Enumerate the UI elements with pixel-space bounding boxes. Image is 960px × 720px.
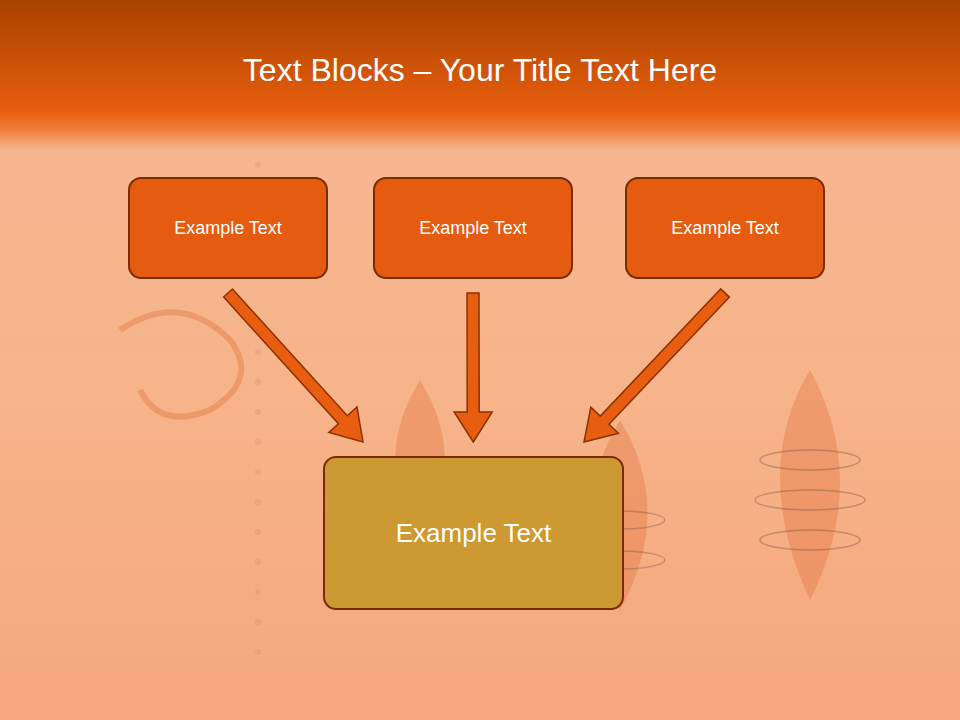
dot [255, 559, 261, 565]
wire-loop [755, 490, 865, 510]
dot [255, 499, 261, 505]
text-block: Example Text [128, 177, 328, 279]
result-box: Example Text [323, 456, 624, 610]
dot [255, 439, 261, 445]
swirl [120, 312, 241, 416]
dot [255, 379, 261, 385]
dot [255, 529, 261, 535]
dot [255, 162, 261, 168]
box-text: Example Text [671, 218, 779, 239]
dot [255, 409, 261, 415]
text-block: Example Text [625, 177, 825, 279]
box-text: Example Text [419, 218, 527, 239]
box-text: Example Text [174, 218, 282, 239]
block-arrow [584, 289, 729, 442]
dot [255, 349, 261, 355]
dot [255, 619, 261, 625]
text-block: Example Text [373, 177, 573, 279]
block-arrow [224, 289, 363, 442]
wire-loop [760, 530, 860, 550]
block-arrow [454, 293, 492, 442]
slide-title: Text Blocks – Your Title Text Here [0, 52, 960, 89]
leaf [780, 370, 840, 600]
wire-loop [760, 450, 860, 470]
box-text: Example Text [396, 518, 552, 549]
dot [255, 589, 261, 595]
dot [255, 469, 261, 475]
dot [255, 649, 261, 655]
